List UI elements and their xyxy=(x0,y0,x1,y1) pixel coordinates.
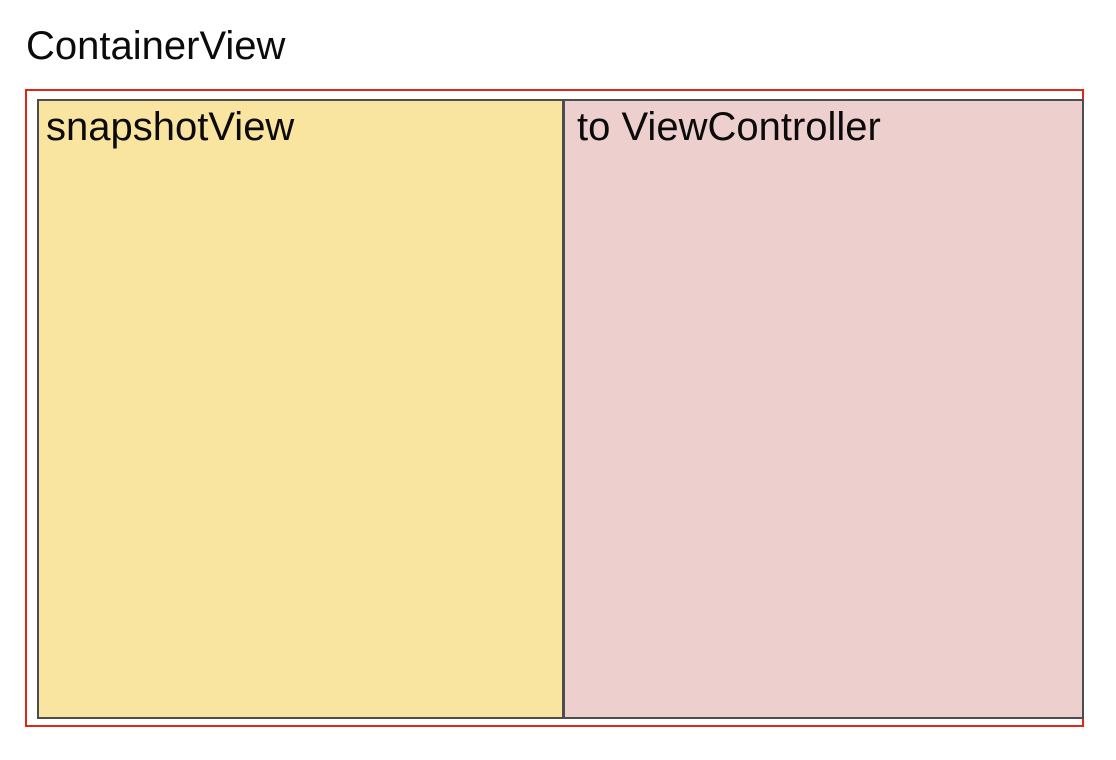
transition-views-box: snapshotView to ViewController xyxy=(37,99,1084,719)
to-view-controller-label: to ViewController xyxy=(577,105,881,149)
snapshot-view-label: snapshotView xyxy=(46,105,295,149)
container-view-frame: snapshotView to ViewController xyxy=(25,89,1084,727)
snapshot-view-panel: snapshotView xyxy=(39,101,565,717)
to-view-controller-panel: to ViewController xyxy=(565,101,1082,717)
diagram-title: ContainerView xyxy=(26,24,286,68)
